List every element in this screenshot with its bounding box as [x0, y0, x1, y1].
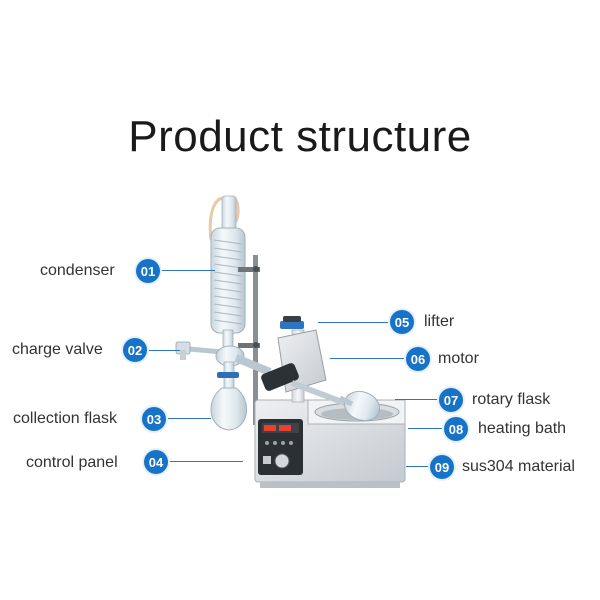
leader-line-01: [160, 270, 215, 271]
leader-line-04: [168, 461, 243, 462]
rotary-flask-glass: [338, 390, 381, 422]
callout-label-sus304-material: sus304 material: [462, 458, 575, 475]
callout-badge-07: 07: [439, 388, 463, 412]
leader-line-09: [406, 466, 430, 467]
callout-label-collection-flask: collection flask: [13, 410, 118, 427]
callout-badge-04: 04: [144, 450, 168, 474]
leader-line-06: [330, 358, 406, 359]
callout-badge-03: 03: [142, 407, 166, 431]
callout-label-lifter: lifter: [424, 313, 455, 330]
page-title: Product structure: [128, 112, 472, 161]
tubing: [208, 196, 223, 241]
callout-label-condenser: condenser: [40, 262, 115, 279]
callout-badge-02: 02: [123, 338, 147, 362]
condenser-glass: [210, 195, 246, 357]
callout-badge-09: 09: [430, 455, 454, 479]
leader-line-05: [318, 322, 390, 323]
callout-label-rotary-flask: rotary flask: [472, 391, 551, 408]
motor-body: [261, 329, 352, 408]
support-rod: [253, 255, 258, 425]
leader-line-02: [148, 350, 180, 351]
callout-label-charge-valve: charge valve: [12, 341, 103, 358]
leader-line-03: [166, 418, 211, 419]
leader-line-07: [395, 399, 439, 400]
callout-badge-06: 06: [406, 347, 430, 371]
callout-badge-08: 08: [444, 417, 468, 441]
callout-label-heating-bath: heating bath: [478, 420, 567, 437]
callout-badge-01: 01: [136, 259, 160, 283]
leader-line-08: [408, 428, 444, 429]
collection-flask-glass: [210, 361, 248, 431]
callout-label-control-panel: control panel: [26, 454, 118, 471]
callout-badge-05: 05: [390, 310, 414, 334]
callout-label-motor: motor: [438, 350, 479, 367]
